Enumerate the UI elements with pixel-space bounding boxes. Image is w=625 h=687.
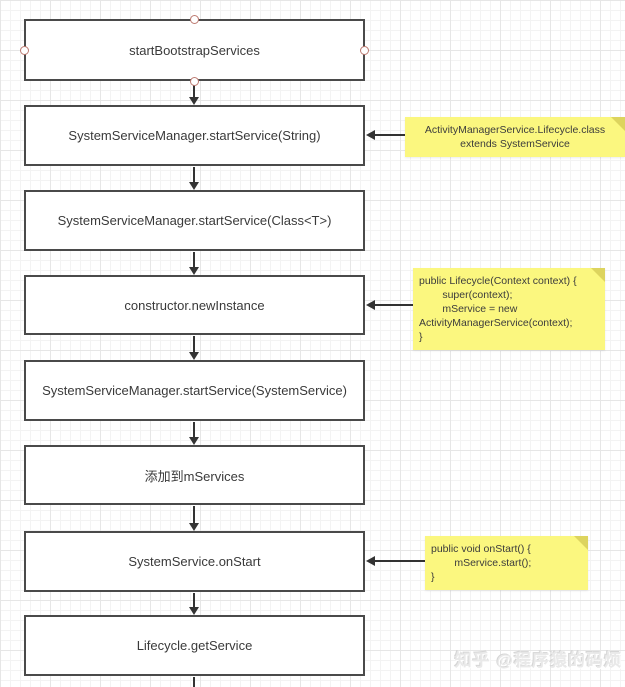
arrow-down-icon (189, 607, 199, 615)
selection-handle-right[interactable] (360, 46, 369, 55)
arrow-down-icon (189, 267, 199, 275)
flow-box-label: Lifecycle.getService (136, 638, 253, 653)
flow-box-label: SystemServiceManager.startService(String… (68, 128, 321, 143)
note-text: public void onStart() { mService.start()… (431, 543, 532, 583)
flow-box-systemservice-onstart[interactable]: SystemService.onStart (24, 531, 365, 592)
zhihu-watermark: 知乎 @程序猿的码烦 (454, 651, 622, 670)
flow-box-label: startBootstrapServices (129, 42, 260, 58)
flow-arrow-down-3[interactable] (188, 252, 200, 275)
flow-arrow-down-5[interactable] (188, 422, 200, 445)
flow-arrow-down-1[interactable] (188, 83, 200, 105)
flow-box-startService-systemservice[interactable]: SystemServiceManager.startService(System… (24, 360, 365, 421)
arrow-left-icon (366, 130, 375, 140)
flow-box-label: SystemServiceManager.startService(System… (42, 383, 347, 398)
flow-arrow-down-8-truncated[interactable] (188, 677, 200, 687)
flow-arrow-down-2[interactable] (188, 167, 200, 190)
selection-handle-left[interactable] (20, 46, 29, 55)
flow-arrow-down-6[interactable] (188, 506, 200, 531)
arrow-left-icon (366, 300, 375, 310)
flow-box-constructor-newinstance[interactable]: constructor.newInstance (24, 275, 365, 335)
note-arrow-1[interactable] (366, 129, 405, 141)
flow-box-startService-class[interactable]: SystemServiceManager.startService(Class<… (24, 190, 365, 251)
note-arrow-3[interactable] (366, 555, 425, 567)
flow-box-startService-string[interactable]: SystemServiceManager.startService(String… (24, 105, 365, 166)
note-arrow-2[interactable] (366, 299, 413, 311)
sticky-note-onstart[interactable]: public void onStart() { mService.start()… (425, 536, 588, 590)
note-text: ActivityManagerService.Lifecycle.class e… (424, 124, 606, 150)
arrow-down-icon (189, 97, 199, 105)
sticky-note-lifecycle-class[interactable]: ActivityManagerService.Lifecycle.class e… (405, 117, 625, 157)
flow-box-label: 添加到mServices (144, 468, 245, 484)
arrow-down-icon (189, 352, 199, 360)
flow-arrow-down-4[interactable] (188, 336, 200, 360)
flow-box-add-to-mservices[interactable]: 添加到mServices (24, 445, 365, 505)
arrow-down-icon (189, 523, 199, 531)
arrow-down-icon (189, 437, 199, 445)
arrow-down-icon (189, 182, 199, 190)
flow-arrow-down-7[interactable] (188, 593, 200, 615)
note-text: public Lifecycle(Context context) { supe… (419, 275, 577, 343)
flow-box-lifecycle-getservice[interactable]: Lifecycle.getService (24, 615, 365, 676)
selection-handle-top[interactable] (190, 15, 199, 24)
flow-box-label: SystemService.onStart (128, 554, 261, 569)
sticky-note-lifecycle-constructor[interactable]: public Lifecycle(Context context) { supe… (413, 268, 605, 350)
flow-box-label: SystemServiceManager.startService(Class<… (57, 213, 332, 228)
flow-box-label: constructor.newInstance (124, 297, 265, 313)
arrow-left-icon (366, 556, 375, 566)
flow-box-startBootstrapServices[interactable]: startBootstrapServices (24, 19, 365, 81)
selection-handle-bottom[interactable] (190, 77, 199, 86)
